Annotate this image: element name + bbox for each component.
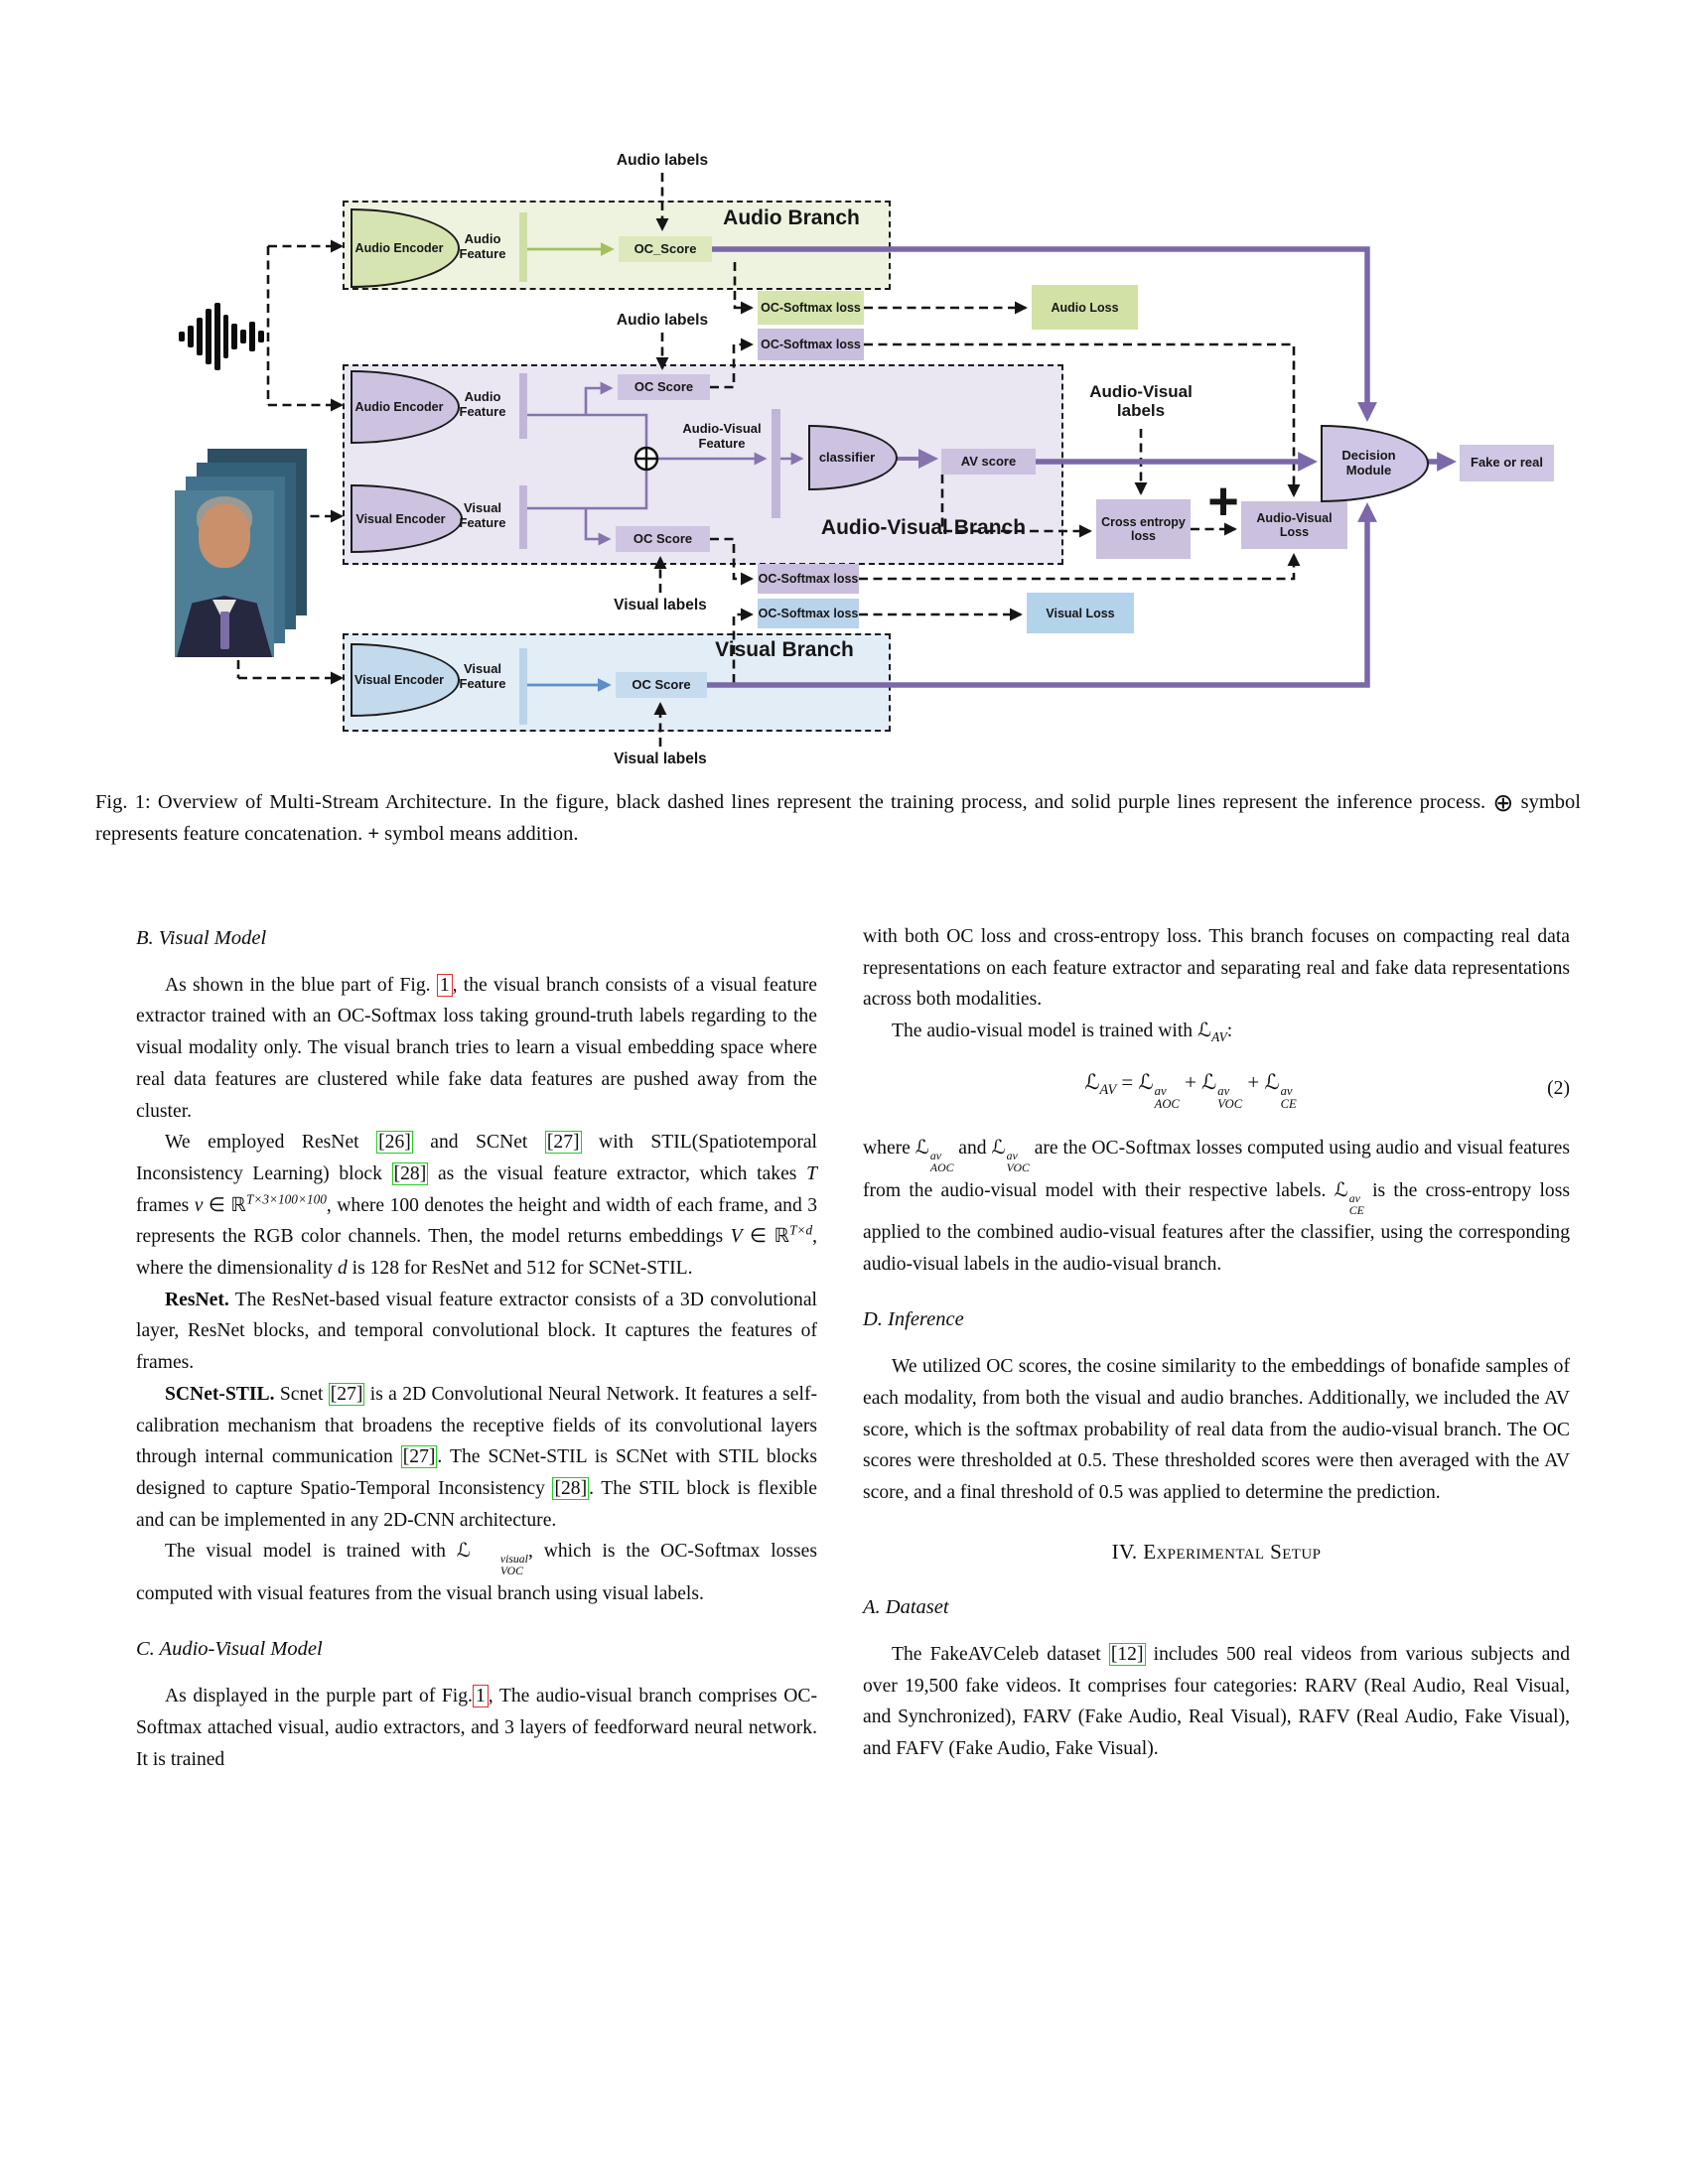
paragraph: We employed ResNet [26] and SCNet [27] w…	[136, 1131, 818, 1280]
paragraph: As shown in the blue part of Fig. 1, the…	[136, 973, 817, 1122]
paragraph: As displayed in the purple part of Fig.1…	[136, 1685, 817, 1770]
citation-link[interactable]: [28]	[391, 1161, 429, 1185]
visual-feature-bar-1	[519, 485, 527, 549]
citation-link[interactable]: [27]	[544, 1131, 582, 1155]
citation-link[interactable]: [12]	[1108, 1643, 1146, 1667]
audio-branch-title: Audio Branch	[723, 206, 860, 229]
visual-feature-label-2: Visual Feature	[459, 661, 506, 691]
citation-link[interactable]: [26]	[376, 1131, 413, 1155]
audio-labels-top: Audio labels	[616, 152, 709, 170]
visual-branch-title: Visual Branch	[715, 638, 854, 661]
visual-labels-bottom: Visual labels	[614, 751, 707, 768]
visual-loss-box: Visual Loss	[1027, 593, 1134, 633]
oc-score-audio-box: OC_Score	[619, 236, 712, 262]
oc-softmax-loss-av-audio: OC-Softmax loss	[758, 329, 864, 360]
fake-or-real-box: Fake or real	[1460, 445, 1554, 481]
oc-score-av2-box: OC Score	[616, 526, 710, 552]
paragraph: The audio-visual model is trained with ℒ…	[892, 1021, 1233, 1045]
visual-encoder-1: Visual Encoder	[351, 484, 463, 553]
cross-entropy-loss-box: Cross entropy loss	[1096, 499, 1191, 559]
figure-1-architecture-diagram: Audio labels Audio labels Visual labels …	[99, 99, 1589, 784]
citation-link[interactable]: [27]	[328, 1382, 365, 1406]
oc-softmax-loss-audio: OC-Softmax loss	[758, 291, 864, 325]
paragraph: The FakeAVCeleb dataset [12] includes 50…	[863, 1643, 1570, 1760]
right-column: with both OC loss and cross-entropy loss…	[863, 921, 1570, 1765]
audio-labels-mid: Audio labels	[616, 312, 709, 330]
audio-waveform-icon	[179, 303, 265, 370]
paragraph: SCNet-STIL. Scnet [27] is a 2D Convoluti…	[136, 1382, 817, 1531]
paragraph: We utilized OC scores, the cosine simila…	[863, 1356, 1570, 1503]
av-feature-label: Audio-Visual Feature	[682, 421, 762, 451]
oc-softmax-loss-visual: OC-Softmax loss	[758, 599, 859, 628]
paragraph: ResNet. The ResNet-based visual feature …	[136, 1289, 817, 1374]
audio-visual-loss-box: Audio-Visual Loss	[1241, 501, 1347, 549]
decision-module-box: Decision Module	[1321, 425, 1429, 502]
citation-link[interactable]: [28]	[552, 1476, 590, 1500]
av-feature-bar	[772, 409, 780, 518]
visual-feature-label-1: Visual Feature	[459, 500, 506, 530]
oc-softmax-loss-av-visual: OC-Softmax loss	[758, 564, 859, 594]
video-frame-front	[175, 490, 274, 657]
equation-number: (2)	[1547, 1078, 1570, 1100]
subsection-heading: C. Audio-Visual Model	[136, 1638, 323, 1661]
audio-loss-box: Audio Loss	[1032, 285, 1138, 330]
section-heading: IV. Experimental Setup	[1111, 1539, 1322, 1564]
audio-feature-bar-2	[519, 373, 527, 439]
audio-visual-branch-title: Audio-Visual Branch	[820, 516, 1027, 539]
figure-caption: Fig. 1: Overview of Multi-Stream Archite…	[95, 790, 1581, 845]
citation-link[interactable]: 1	[436, 973, 453, 997]
subsection-heading: D. Inference	[863, 1308, 964, 1331]
subsection-heading: B. Visual Model	[136, 927, 267, 949]
visual-feature-bar-2	[519, 648, 527, 725]
oc-score-av1-box: OC Score	[618, 374, 710, 400]
left-column: B. Visual Model As shown in the blue part…	[136, 921, 817, 1775]
subsection-heading: A. Dataset	[863, 1596, 949, 1619]
audio-feature-bar-1	[519, 212, 527, 282]
av-score-box: AV score	[941, 449, 1036, 475]
citation-link[interactable]: [27]	[400, 1445, 438, 1469]
visual-labels-mid: Visual labels	[614, 597, 707, 614]
oc-score-blue-box: OC Score	[616, 672, 707, 698]
citation-link[interactable]: 1	[472, 1685, 489, 1708]
audio-visual-labels: Audio-Visual labels	[1089, 381, 1193, 420]
audio-feature-label-2: Audio Feature	[459, 389, 506, 419]
video-frames-image	[175, 449, 308, 659]
paragraph: with both OC loss and cross-entropy loss…	[863, 926, 1570, 1011]
audio-feature-label-1: Audio Feature	[459, 231, 506, 261]
